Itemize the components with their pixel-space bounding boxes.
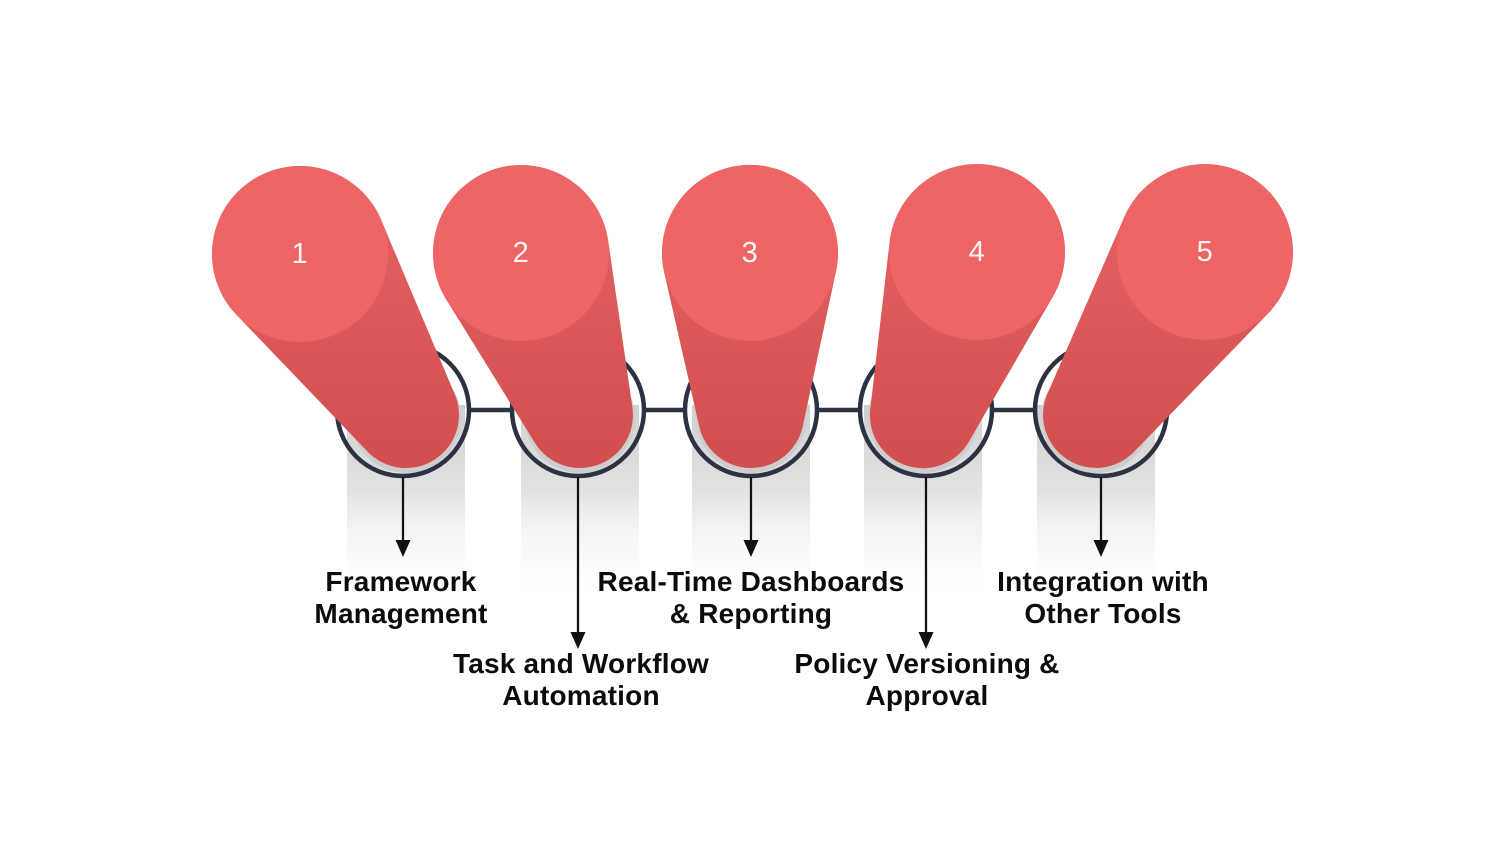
step-label-3: Real-Time Dashboards & Reporting (598, 566, 905, 630)
step-label-1: Framework Management (314, 566, 487, 630)
step-label-line: Automation (502, 680, 660, 711)
pin-3: 3 (661, 164, 838, 473)
down-arrow-head-3 (743, 540, 759, 557)
step-label-4: Policy Versioning & Approval (794, 648, 1059, 712)
down-arrow-head-5 (1093, 540, 1109, 557)
down-arrow-head-4 (918, 632, 934, 649)
step-label-line: Approval (865, 680, 989, 711)
step-label-2: Task and Workflow Automation (453, 648, 709, 712)
pin-5: 5 (1041, 164, 1293, 473)
step-label-line: Integration with (997, 566, 1209, 597)
step-number-3: 3 (742, 237, 759, 269)
step-label-line: Framework (325, 566, 477, 597)
pointer-arrows (401, 477, 1103, 633)
pin-2: 2 (433, 165, 635, 473)
step-label-line: Task and Workflow (453, 648, 709, 679)
down-arrow-head-1 (395, 540, 411, 557)
pin-cap-1 (212, 166, 388, 342)
step-number-2: 2 (513, 237, 530, 269)
pin-1: 1 (212, 165, 461, 473)
step-label-line: Management (314, 598, 488, 629)
pin-cap-3 (662, 165, 838, 341)
step-number-4: 4 (969, 236, 986, 268)
arrow-heads (395, 540, 1109, 649)
step-number-1: 1 (292, 238, 309, 270)
step-label-line: Other Tools (1024, 598, 1182, 629)
step-label-line: & Reporting (669, 598, 833, 629)
step-label-5: Integration with Other Tools (997, 566, 1209, 630)
step-label-line: Policy Versioning & (794, 648, 1060, 679)
pin-cap-2 (433, 165, 609, 341)
step-number-5: 5 (1197, 236, 1214, 268)
pin-cap-4 (889, 164, 1065, 340)
pin-cap-5 (1117, 164, 1293, 340)
down-arrow-head-2 (570, 632, 586, 649)
step-label-line: Real-Time Dashboards (597, 566, 905, 597)
pin-4: 4 (868, 164, 1066, 473)
